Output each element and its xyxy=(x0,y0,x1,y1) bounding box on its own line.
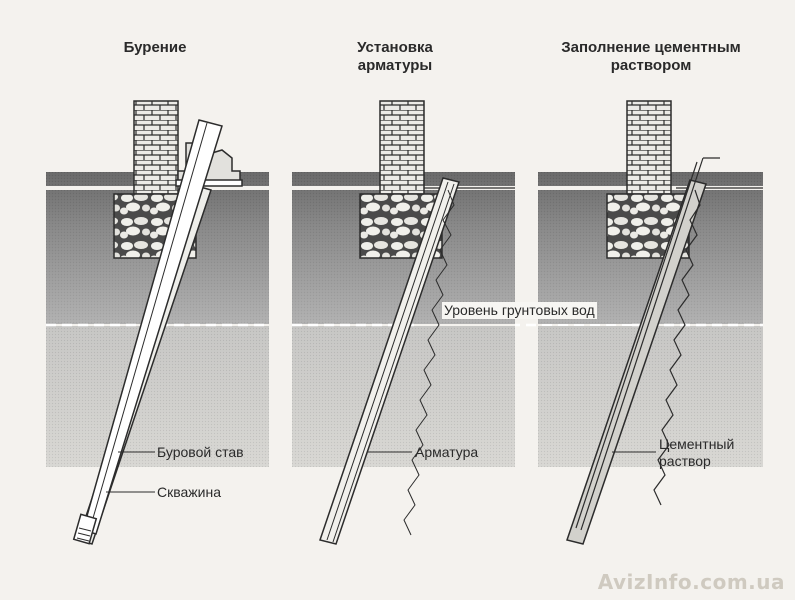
label-rebar: Арматура xyxy=(415,444,479,460)
label-drill-rod: Буровой став xyxy=(157,444,244,460)
panel-title-line: Заполнение цементным xyxy=(561,39,741,56)
watermark: AvizInfo.com.ua xyxy=(597,570,785,594)
drill-rod xyxy=(82,119,223,535)
panel-rebar xyxy=(292,100,632,545)
panel-title-line: раствором xyxy=(610,57,692,74)
panel-title-line: Бурение xyxy=(123,39,187,56)
panel-title-line: арматуры xyxy=(357,57,433,74)
label-grout-line: Цементный xyxy=(659,436,735,452)
brick-wall xyxy=(379,100,425,195)
panel-title-line: Установка xyxy=(357,39,433,56)
panel-title-rebar: Установка арматуры xyxy=(320,39,470,75)
panel-title-grouting: Заполнение цементным раствором xyxy=(538,39,764,75)
label-grout: Цементный раствор xyxy=(659,436,734,470)
brick-wall xyxy=(133,100,179,195)
panel-grouting xyxy=(538,100,763,545)
borehole xyxy=(319,177,460,545)
label-borehole: Скважина xyxy=(157,484,222,500)
grout-pipe xyxy=(575,157,720,531)
panel-drilling xyxy=(46,100,269,545)
panel-title-drilling: Бурение xyxy=(80,39,230,57)
drill-bit xyxy=(72,513,98,545)
label-groundwater: Уровень грунтовых вод xyxy=(442,302,597,319)
brick-wall xyxy=(626,100,672,195)
rebar-cage xyxy=(326,181,455,543)
label-grout-line: раствор xyxy=(659,453,711,469)
